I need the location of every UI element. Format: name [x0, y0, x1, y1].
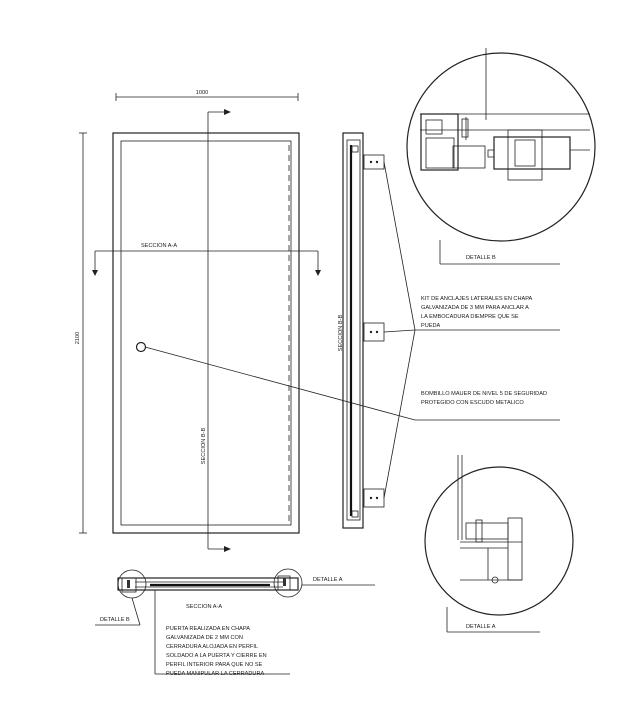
side-anchor-middle [363, 322, 385, 342]
width-dimension-label: 1000 [196, 90, 208, 96]
section-bb-label: SECCION B-B [201, 428, 207, 465]
detail-b-label: DETALLE B [466, 255, 496, 261]
door-note-line-2: GALVANIZADA DE 2 MM CON [166, 635, 243, 641]
door-note: PUERTA REALIZADA EN CHAPA GALVANIZADA DE… [166, 626, 267, 677]
section-line-bb: SECCION B-B [201, 109, 231, 552]
door-note-line-5: PERFIL INTERIOR PARA QUE NO SE [166, 662, 263, 668]
detail-b-plan-label: DETALLE B [100, 617, 130, 623]
lock-cylinder-icon [135, 341, 147, 353]
detail-a-label: DETALLE A [466, 624, 496, 630]
section-bb-side-label: SECCION B-B [338, 315, 344, 352]
door-note-line-4: SOLDADO A LA PUERTA Y CIERRE EN [166, 653, 267, 659]
door-leaf [120, 140, 292, 526]
plan-section-aa: SECCION A-A DETALLE A DETALLE B [95, 568, 375, 675]
door-frame-outer [112, 132, 300, 534]
section-line-aa: SECCION A-A [92, 243, 321, 276]
side-anchor-bottom [363, 488, 385, 508]
anchors-note-line-3: LA EMBOCADURA DIEMPRE QUE SE [421, 314, 519, 320]
detail-a-plan-label: DETALLE A [313, 577, 343, 583]
lock-note-line-2: PROTEGIDO CON ESCUDO METALICO [421, 400, 524, 406]
lock-note: BOMBILLO MAUER DE NIVEL 5 DE SEGURIDAD P… [421, 391, 547, 406]
side-section-bb: SECCION B-B [338, 132, 560, 529]
width-dimension: 1000 [115, 90, 299, 101]
detail-a-circle: DETALLE A [424, 455, 574, 633]
anchors-note-line-4: PUEDA [421, 323, 441, 329]
door-note-line-3: CERRADURA ALOJADA EN PERFIL [166, 644, 258, 650]
anchors-note: KIT DE ANCLAJES LATERALES EN CHAPA GALVA… [421, 296, 533, 329]
detail-b-circle: DETALLE B [406, 48, 596, 265]
height-dimension: 2100 [75, 132, 87, 534]
side-anchor-top [363, 154, 385, 170]
height-dimension-label: 2100 [75, 332, 81, 344]
anchors-note-line-1: KIT DE ANCLAJES LATERALES EN CHAPA [421, 296, 533, 302]
door-note-line-1: PUERTA REALIZADA EN CHAPA [166, 626, 250, 632]
anchors-note-line-2: GALVANIZADA DE 3 MM PARA ANCLAR A [421, 305, 529, 311]
lock-note-line-1: BOMBILLO MAUER DE NIVEL 5 DE SEGURIDAD [421, 391, 547, 397]
section-aa-plan-label: SECCION A-A [186, 604, 222, 610]
door-note-line-6: PUEDA MANIPULAR LA CERRADURA [166, 671, 264, 677]
section-aa-label: SECCION A-A [141, 243, 177, 249]
door-front-elevation: 1000 2100 SECCION A-A SECC [75, 90, 560, 552]
